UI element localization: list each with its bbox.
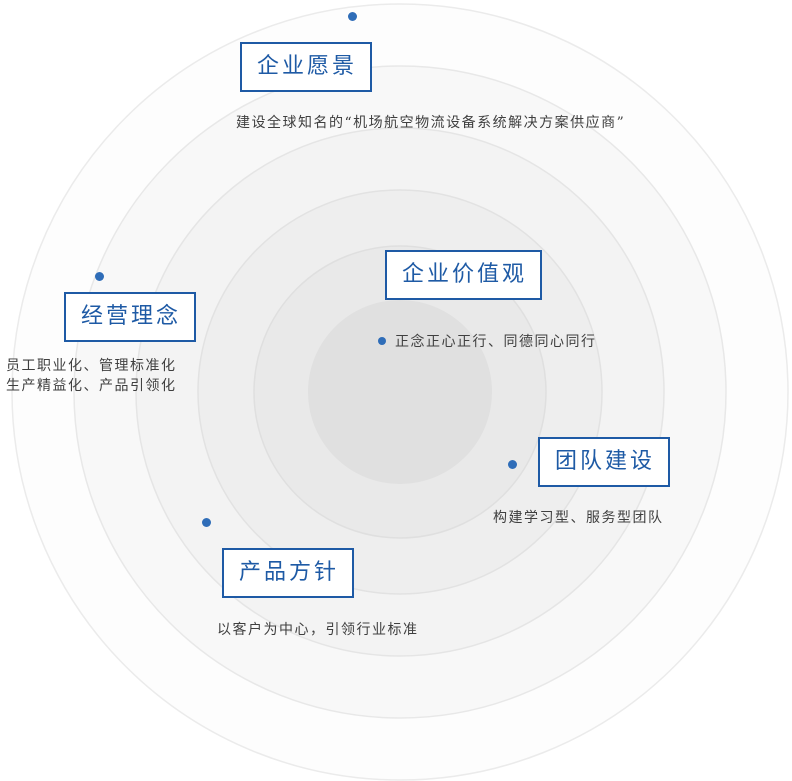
team-label: 团队建设	[555, 449, 656, 474]
vision-description: 建设全球知名的“机场航空物流设备系统解决方案供应商”	[236, 115, 626, 131]
philosophy-description-line2: 生产精益化、产品引领化	[6, 378, 177, 395]
values-label: 企业价值观	[402, 262, 528, 287]
node-box-product: 产品方针	[222, 548, 355, 599]
vision-dot	[348, 12, 357, 21]
product-dot	[202, 518, 211, 527]
node-box-philosophy: 经营理念	[64, 292, 197, 343]
philosophy-label: 经营理念	[81, 304, 182, 329]
product-description: 以客户为中心，引领行业标准	[217, 622, 419, 638]
philosophy-description: 员工职业化、管理标准化 生产精益化、产品引领化	[6, 356, 177, 397]
team-description: 构建学习型、服务型团队	[493, 510, 664, 526]
values-description-text: 正念正心正行、同德同心同行	[395, 334, 597, 350]
philosophy-description-line1: 员工职业化、管理标准化	[6, 358, 177, 374]
values-description: 正念正心正行、同德同心同行	[378, 332, 597, 352]
values-dot	[378, 337, 386, 345]
node-box-vision: 企业愿景	[240, 42, 373, 93]
vision-label: 企业愿景	[257, 54, 358, 79]
philosophy-dot	[95, 272, 104, 281]
product-label: 产品方针	[239, 560, 340, 585]
node-box-team: 团队建设	[538, 437, 671, 488]
team-dot	[508, 460, 517, 469]
node-box-values: 企业价值观	[385, 250, 543, 301]
